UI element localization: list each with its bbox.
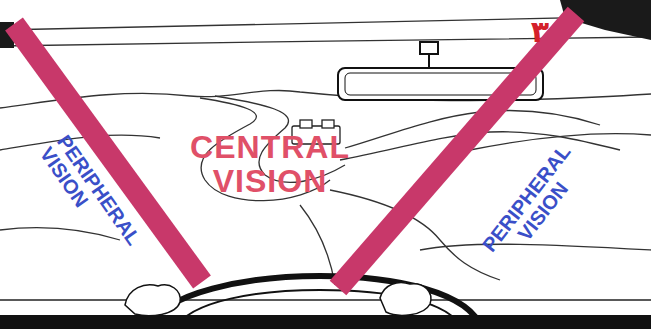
car-ahead xyxy=(300,120,312,128)
road-edge xyxy=(300,205,335,285)
callout-number: ٣ xyxy=(515,16,565,48)
region-label: PERIPHERAL VISION xyxy=(472,133,597,277)
vision-boundary-band xyxy=(14,24,202,282)
dashboard xyxy=(0,315,651,329)
region-label: CENTRAL VISION xyxy=(155,131,385,198)
mirror-mount xyxy=(420,42,438,54)
field-line xyxy=(420,244,651,250)
dashboard-line xyxy=(0,299,651,301)
driver-hand xyxy=(125,285,180,316)
mirror-stem xyxy=(428,54,430,68)
horizon-line xyxy=(0,90,651,108)
driver-hand xyxy=(380,283,431,316)
car-ahead xyxy=(322,120,334,128)
vision-boundary-band xyxy=(338,14,576,288)
